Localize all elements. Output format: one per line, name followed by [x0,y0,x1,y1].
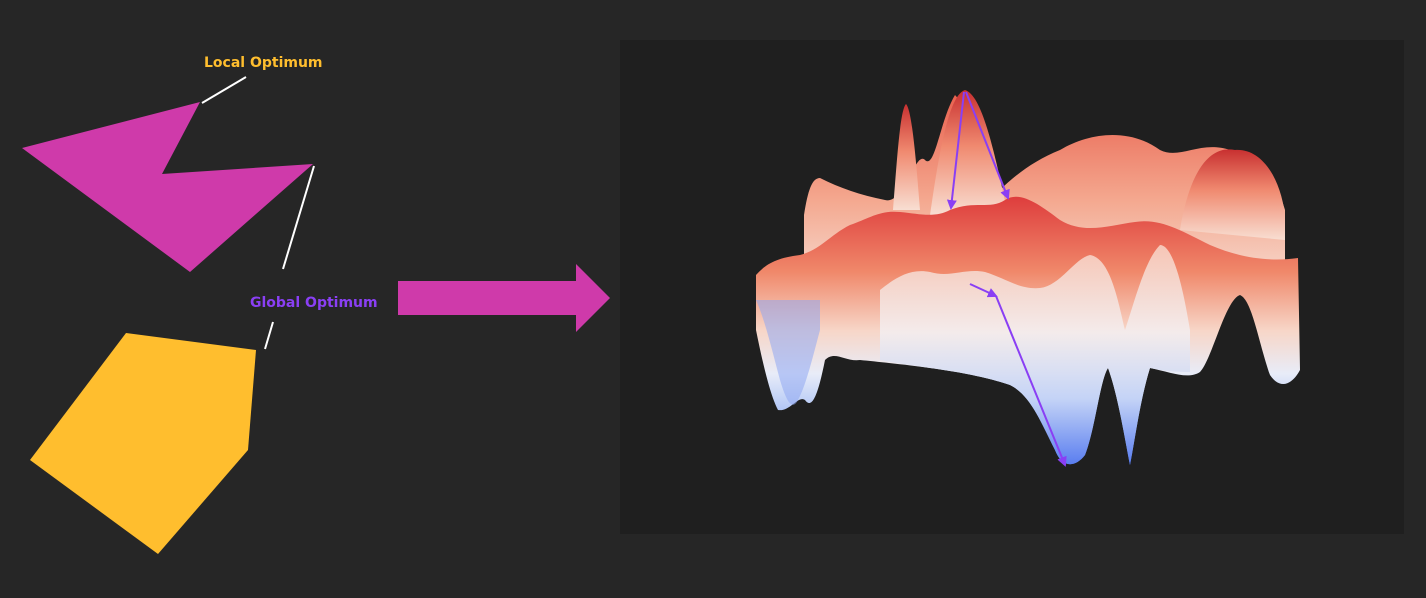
loss-landscape-surface [756,90,1300,466]
surface-central-peak [930,90,1008,215]
surface-left-spike [893,104,920,210]
path-arrow-step [969,283,998,298]
path-arrow-to-global [995,295,1067,467]
path-arrow-to-local-right [965,91,1010,200]
local-optimum-label: Local Optimum [204,55,323,71]
global-optimum-label: Global Optimum [250,295,378,311]
right-arrow-icon [398,264,610,332]
local-optimum-shape [22,102,313,272]
global-optimum-shape [30,333,256,554]
path-arrow-to-local-left [946,91,965,210]
surface-front-ridge [880,245,1190,465]
surface-left-valley [756,300,820,405]
optimization-path [946,91,1067,467]
global-optimum-leader-line-lower [264,321,274,350]
global-optimum-leader-line-upper [282,165,315,270]
surface-right-hill [1180,149,1285,240]
local-optimum-leader-line [201,76,247,104]
